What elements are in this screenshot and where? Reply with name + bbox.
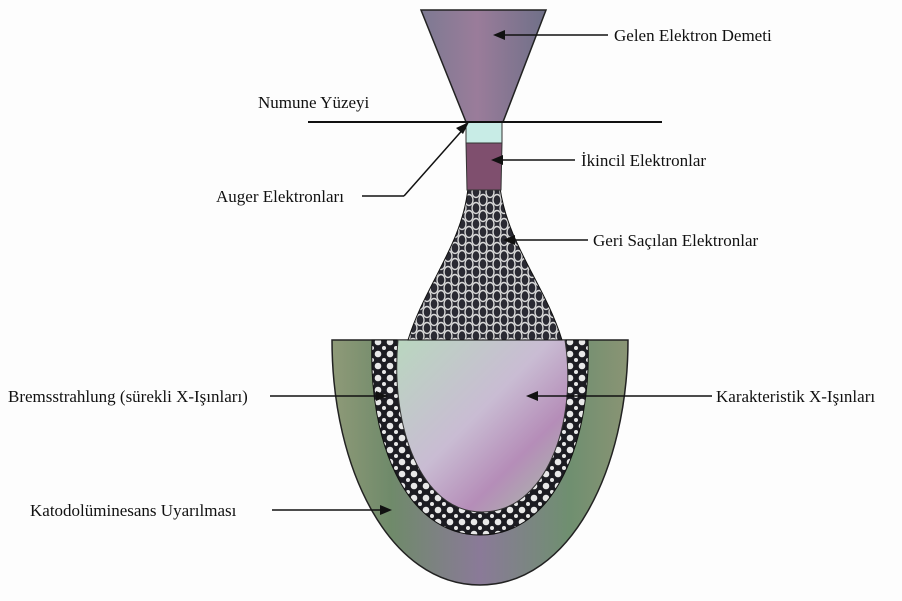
label-secondary-electrons: İkincil Elektronlar <box>581 151 706 170</box>
secondary-electron-zone <box>466 143 502 190</box>
label-backscattered-electrons: Geri Saçılan Elektronlar <box>593 231 759 250</box>
arrow-auger <box>362 122 469 196</box>
label-cathodoluminescence: Katodolüminesans Uyarılması <box>30 501 237 520</box>
arrow-secondary <box>491 155 575 165</box>
incoming-beam <box>421 10 546 122</box>
backscattered-region <box>408 188 562 340</box>
auger-zone <box>466 122 502 143</box>
label-sample-surface: Numune Yüzeyi <box>258 93 370 112</box>
label-bremsstrahlung: Bremsstrahlung (sürekli X-Işınları) <box>8 387 248 406</box>
label-characteristic-xrays: Karakteristik X-Işınları <box>716 387 875 406</box>
label-incoming-beam: Gelen Elektron Demeti <box>614 26 772 45</box>
label-auger-electrons: Auger Elektronları <box>216 187 344 206</box>
